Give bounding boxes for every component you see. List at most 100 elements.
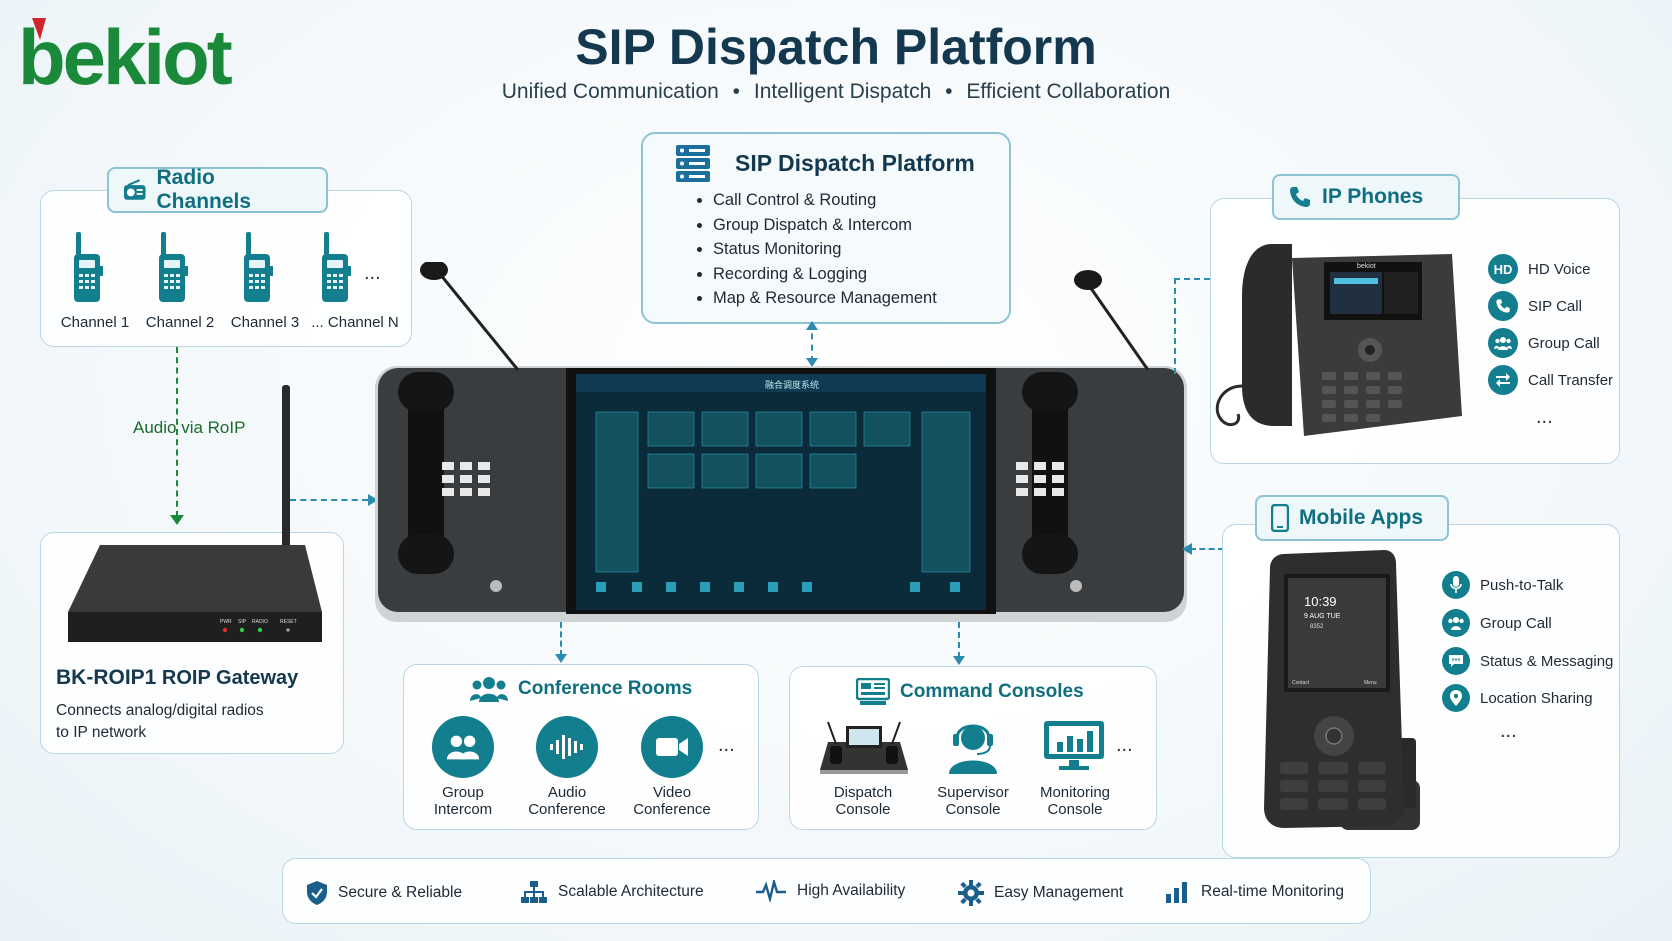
bar-chart-icon	[1166, 882, 1187, 903]
dispatch-console-icon	[818, 720, 910, 779]
mobile-feature-label: Push-to-Talk	[1480, 576, 1564, 594]
gateway-desc: Connects analog/digital radios to IP net…	[56, 700, 264, 744]
ip-phone-feature-label: Call Transfer	[1528, 371, 1614, 389]
bottom-feature-label: Scalable Architecture	[558, 883, 704, 900]
conference-item	[432, 716, 494, 778]
message-icon	[1442, 647, 1470, 675]
ip-phone-feature-label: HD Voice	[1528, 260, 1591, 278]
gateway-desc-line: to IP network	[56, 724, 147, 741]
location-icon	[1442, 684, 1470, 712]
console-item-label: Supervisor Console	[923, 784, 1023, 818]
radio-gateway-link	[176, 347, 178, 517]
conference-header: Conference Rooms	[470, 676, 692, 702]
logo-text: bekiot	[18, 14, 233, 94]
mobile-num: 8352	[1310, 624, 1324, 630]
transfer-icon	[1488, 365, 1518, 395]
group-icon	[1488, 328, 1518, 358]
radio-more: ...	[364, 262, 381, 284]
conference-label-line: Audio	[547, 784, 587, 801]
server-icon	[675, 144, 711, 189]
arrow-head	[806, 321, 818, 330]
console-phones-link	[1174, 278, 1176, 374]
pulse-icon	[756, 880, 786, 902]
ip-phones-title: IP Phones	[1322, 185, 1424, 208]
console-screen-icon	[856, 678, 890, 705]
walkie-talkie-icon	[240, 232, 274, 309]
gateway-model: BK-ROIP1	[56, 666, 157, 689]
channel-label: Channel 2	[145, 314, 215, 331]
console-commands-link	[958, 622, 960, 658]
ip-phone-feature-label: SIP Call	[1528, 297, 1582, 315]
group-icon	[1442, 609, 1470, 637]
ip-phone-more: ...	[1536, 406, 1553, 428]
platform-title: SIP Dispatch Platform	[735, 150, 975, 176]
ip-phones-tab: IP Phones	[1272, 174, 1460, 220]
mobile-feature-label: Group Call	[1480, 614, 1552, 632]
bottom-feature-label: Easy Management	[994, 884, 1124, 901]
platform-feature: Recording & Logging	[713, 262, 937, 287]
mobile-feature: Group Call	[1442, 609, 1552, 637]
conference-label-line: Conference	[528, 801, 606, 818]
subtitle-separator: •	[732, 80, 741, 103]
radio-arrow-head	[170, 515, 184, 525]
supervisor-headset-icon	[943, 718, 1003, 779]
platform-feature: Status Monitoring	[713, 237, 937, 262]
bottom-feature-label: Real-time Monitoring	[1201, 883, 1344, 900]
ip-phone-feature: HD HD Voice	[1488, 254, 1591, 284]
device-label: PWR	[220, 619, 232, 625]
gateway-name: ROIP Gateway	[161, 667, 299, 689]
bottom-feature: Scalable Architecture	[520, 880, 704, 904]
subtitle-part: Intelligent Dispatch	[753, 80, 932, 103]
arrow-head	[1182, 543, 1192, 555]
conference-item-label: Group Intercom	[413, 784, 513, 818]
gear-icon	[958, 880, 984, 906]
channel-label: ... Channel N	[311, 314, 399, 331]
conference-item	[641, 716, 703, 778]
dispatch-console-device: 融合调度系统	[370, 260, 1190, 637]
ip-phone-feature: Call Transfer	[1488, 365, 1613, 395]
bottom-feature-label: Secure & Reliable	[338, 884, 463, 901]
ip-phone-feature: Group Call	[1488, 328, 1600, 358]
console-mobile-link	[1190, 548, 1224, 550]
conference-item-label: Video Conference	[622, 784, 722, 818]
mobile-feature-label: Location Sharing	[1480, 689, 1593, 707]
ip-phone-image: bekiot	[1212, 236, 1466, 453]
phone-brand: bekiot	[1357, 263, 1376, 270]
console-label-line: Console	[945, 801, 1001, 818]
console-conference-link	[560, 622, 562, 656]
mobile-soft-left: Contact	[1292, 680, 1310, 686]
mobile-feature: Push-to-Talk	[1442, 571, 1563, 599]
console-label-line: Dispatch	[833, 784, 893, 801]
arrow-head	[368, 494, 378, 506]
radio-icon	[123, 179, 146, 200]
radio-channels-tab: Radio Channels	[107, 166, 328, 213]
arrow-head	[953, 656, 965, 665]
video-camera-icon	[641, 716, 703, 778]
mobile-time: 10:39	[1304, 594, 1337, 609]
device-label: RADIO	[252, 619, 268, 625]
page-subtitle: Unified Communication • Intelligent Disp…	[0, 80, 1672, 104]
walkie-talkie-icon	[318, 232, 352, 309]
console-label-line: Supervisor	[937, 784, 1009, 801]
shield-icon	[307, 881, 327, 905]
console-label-line: Console	[835, 801, 891, 818]
conference-label-line: Group	[442, 784, 484, 801]
platform-feature-list: Call Control & Routing Group Dispatch & …	[695, 188, 937, 311]
device-label: RESET	[280, 619, 297, 625]
mic-icon	[1442, 571, 1470, 599]
phone-icon	[1290, 187, 1310, 207]
subtitle-part: Unified Communication	[501, 80, 719, 103]
bottom-feature-bar	[282, 858, 1371, 924]
logo: bekiot	[18, 13, 258, 101]
conference-label-line: Conference	[633, 801, 711, 818]
radio-link-label: Audio via RoIP	[133, 418, 246, 437]
page-title: SIP Dispatch Platform	[575, 19, 1097, 75]
mobile-feature: Location Sharing	[1442, 684, 1593, 712]
people-icon	[470, 677, 508, 702]
mobile-feature: Status & Messaging	[1442, 647, 1613, 675]
platform-feature: Map & Resource Management	[713, 286, 937, 311]
console-label-line: Monitoring	[1039, 784, 1111, 801]
console-item-label: Dispatch Console	[813, 784, 913, 818]
conference-item-label: Audio Conference	[517, 784, 617, 818]
mobile-apps-tab: Mobile Apps	[1255, 495, 1449, 541]
